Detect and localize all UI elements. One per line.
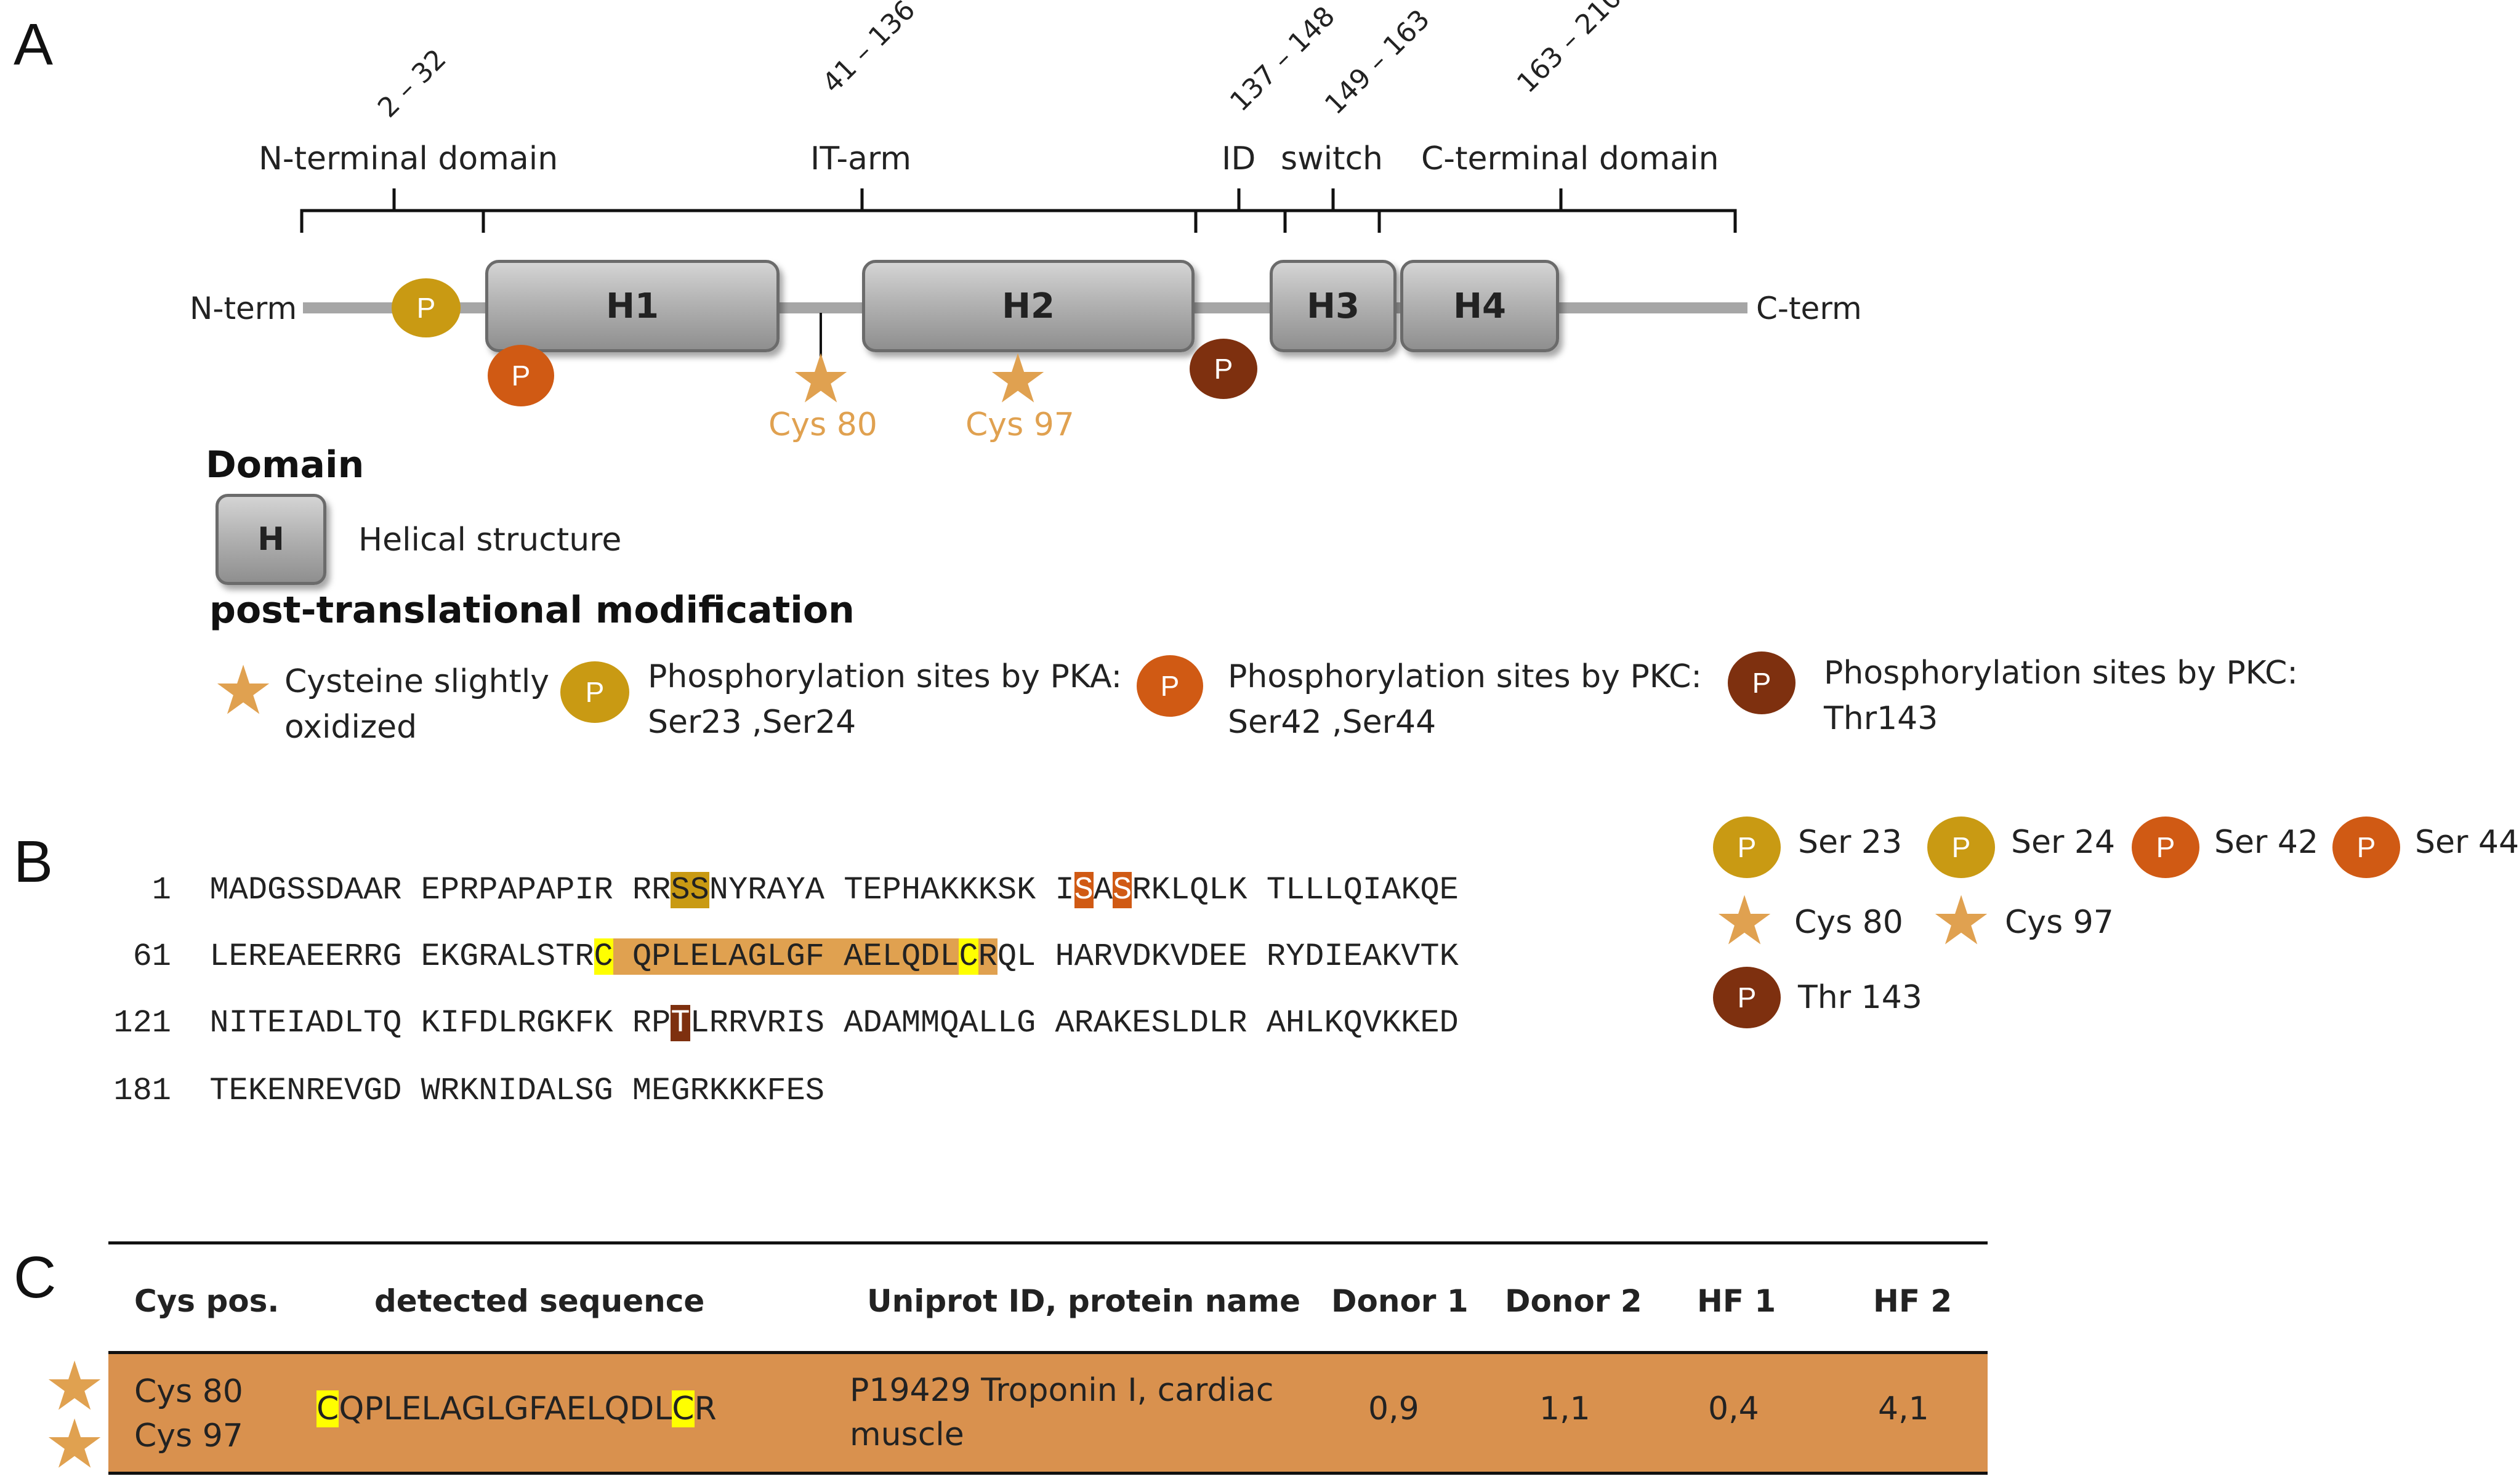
- sequence-line-3: 121 NITEIADLTQ KIFDLRGKFK RPTLRRVRIS ADA…: [79, 968, 1459, 1042]
- cys-highlight: C: [959, 938, 978, 975]
- table-cell-hf2: 4,1: [1878, 1390, 1929, 1427]
- legend-pka-bubble: P: [560, 661, 629, 723]
- star-icon-cys80: ★: [790, 339, 852, 418]
- panel-label-c: C: [14, 1244, 57, 1310]
- legend-domain-heading: Domain: [206, 443, 365, 486]
- site-bubble-thr143: P: [1713, 967, 1781, 1028]
- cys-highlight: C: [672, 1390, 695, 1427]
- site-label-ser42: Ser 42: [2214, 824, 2319, 861]
- table-cell-protein: P19429 Troponin I, cardiac muscle: [850, 1372, 1274, 1453]
- table-row: [108, 1354, 1988, 1472]
- legend-helix-text: Helical structure: [358, 522, 622, 559]
- site-star-icon-cys97: ★: [1930, 881, 1992, 960]
- panel-label-a: A: [14, 12, 54, 78]
- legend-ptm-heading: post-translational modification: [209, 589, 855, 632]
- site-bubble-ser42: P: [2132, 817, 2199, 878]
- pkc-highlight: S: [1113, 872, 1132, 908]
- table-header-uniprot: Uniprot ID, protein name: [867, 1283, 1301, 1319]
- table-header-donor2: Donor 2: [1505, 1283, 1642, 1319]
- bracket-itarm: [482, 188, 1198, 233]
- table-bottom-rule: [108, 1472, 1988, 1475]
- cys80-label: Cys 80: [768, 406, 877, 443]
- helix-h4: H4: [1400, 260, 1559, 352]
- domain-name-cterm: C-terminal domain: [1421, 140, 1719, 177]
- site-label-cys97: Cys 97: [2005, 904, 2114, 941]
- peptide-highlight: R: [978, 938, 998, 975]
- cys-highlight: C: [316, 1390, 339, 1427]
- peptide-highlight: QPLELAGLGF AELQDL: [613, 938, 959, 975]
- helix-h3: H3: [1270, 260, 1397, 352]
- pkc-site-bubble: P: [488, 345, 554, 406]
- star-icon-cys97: ★: [987, 339, 1049, 418]
- pkc-thr-highlight: T: [671, 1005, 690, 1041]
- table-cell-donor1: 0,9: [1368, 1390, 1419, 1427]
- table-header-cys-pos: Cys pos.: [134, 1283, 280, 1319]
- table-header-rule: [108, 1351, 1988, 1354]
- sequence-line-2: 61 LEREAEERRG EKGRALSTRC QPLELAGLGF AELQ…: [79, 901, 1459, 975]
- domain-name-switch: switch: [1281, 140, 1384, 177]
- legend-pka-text: Phosphorylation sites by PKA: Ser23 ,Ser…: [648, 658, 1122, 741]
- bracket-cterm: [1377, 188, 1737, 233]
- site-bubble-ser44: P: [2332, 817, 2400, 878]
- domain-brackets: [300, 188, 1747, 360]
- cys-highlight: C: [594, 938, 613, 975]
- sequence-line-1: 1 MADGSSDAAR EPRPAPAPIR RRSSNYRAYA TEPHA…: [79, 835, 1459, 909]
- legend-star-icon: ★: [212, 651, 274, 730]
- legend-star-text: Cysteine slightly oxidized: [284, 663, 550, 746]
- pka-highlight: SS: [671, 872, 709, 908]
- table-header-hf2: HF 2: [1873, 1283, 1953, 1319]
- bracket-id: [1194, 188, 1287, 233]
- domain-name-nterm: N-terminal domain: [259, 140, 558, 177]
- table-cell-hf1: 0,4: [1708, 1390, 1759, 1427]
- table-cell-donor2: 1,1: [1539, 1390, 1590, 1427]
- sequence-number: 121: [113, 1005, 171, 1041]
- pka-site-bubble: P: [392, 278, 461, 337]
- panel-label-b: B: [14, 829, 54, 895]
- sequence-number: 1: [151, 872, 171, 908]
- helix-h1: H1: [485, 260, 780, 352]
- site-label-thr143: Thr 143: [1798, 979, 1922, 1016]
- domain-name-id: ID: [1222, 140, 1256, 177]
- legend-pkc-thr-bubble: P: [1728, 651, 1796, 714]
- site-label-cys80: Cys 80: [1794, 904, 1903, 941]
- legend-helix-symbol: H: [216, 494, 326, 585]
- pkc-highlight: S: [1074, 872, 1094, 908]
- table-header-donor1: Donor 1: [1331, 1283, 1469, 1319]
- table-top-rule: [108, 1241, 1988, 1244]
- site-bubble-ser23: P: [1713, 817, 1781, 878]
- site-label-ser44: Ser 44: [2415, 824, 2519, 861]
- cys97-label: Cys 97: [965, 406, 1074, 443]
- sequence-line-4: 181 TEKENREVGD WRKNIDALSG MEGRKKKFES: [79, 1036, 824, 1110]
- table-star-icon-cys80: ★: [44, 1347, 105, 1426]
- table-cell-cys-positions: Cys 80 Cys 97: [134, 1373, 243, 1454]
- table-header-sequence: detected sequence: [374, 1283, 705, 1319]
- table-star-icon-cys97: ★: [44, 1405, 105, 1483]
- pkc-thr-site-bubble: P: [1190, 339, 1257, 399]
- n-term-label: N-term: [190, 291, 297, 326]
- legend-pkc-bubble: P: [1137, 655, 1203, 717]
- bracket-nterm: [300, 188, 485, 233]
- bracket-switch: [1283, 188, 1381, 233]
- sequence-number: 61: [132, 938, 171, 975]
- table-cell-sequence: CQPLELAGLGFAELQDLCR: [316, 1390, 717, 1427]
- site-star-icon-cys80: ★: [1714, 881, 1775, 960]
- helix-h2: H2: [862, 260, 1195, 352]
- site-label-ser24: Ser 24: [2011, 824, 2116, 861]
- site-label-ser23: Ser 23: [1798, 824, 1903, 861]
- domain-name-itarm: IT-arm: [810, 140, 912, 177]
- legend-pkc-text: Phosphorylation sites by PKC: Ser42 ,Ser…: [1228, 658, 1702, 741]
- c-term-label: C-term: [1756, 291, 1862, 326]
- legend-pkc-thr-text: Phosphorylation sites by PKC: Thr143: [1824, 655, 2298, 737]
- site-bubble-ser24: P: [1927, 817, 1995, 878]
- sequence-number: 181: [113, 1073, 171, 1109]
- table-header-hf1: HF 1: [1697, 1283, 1776, 1319]
